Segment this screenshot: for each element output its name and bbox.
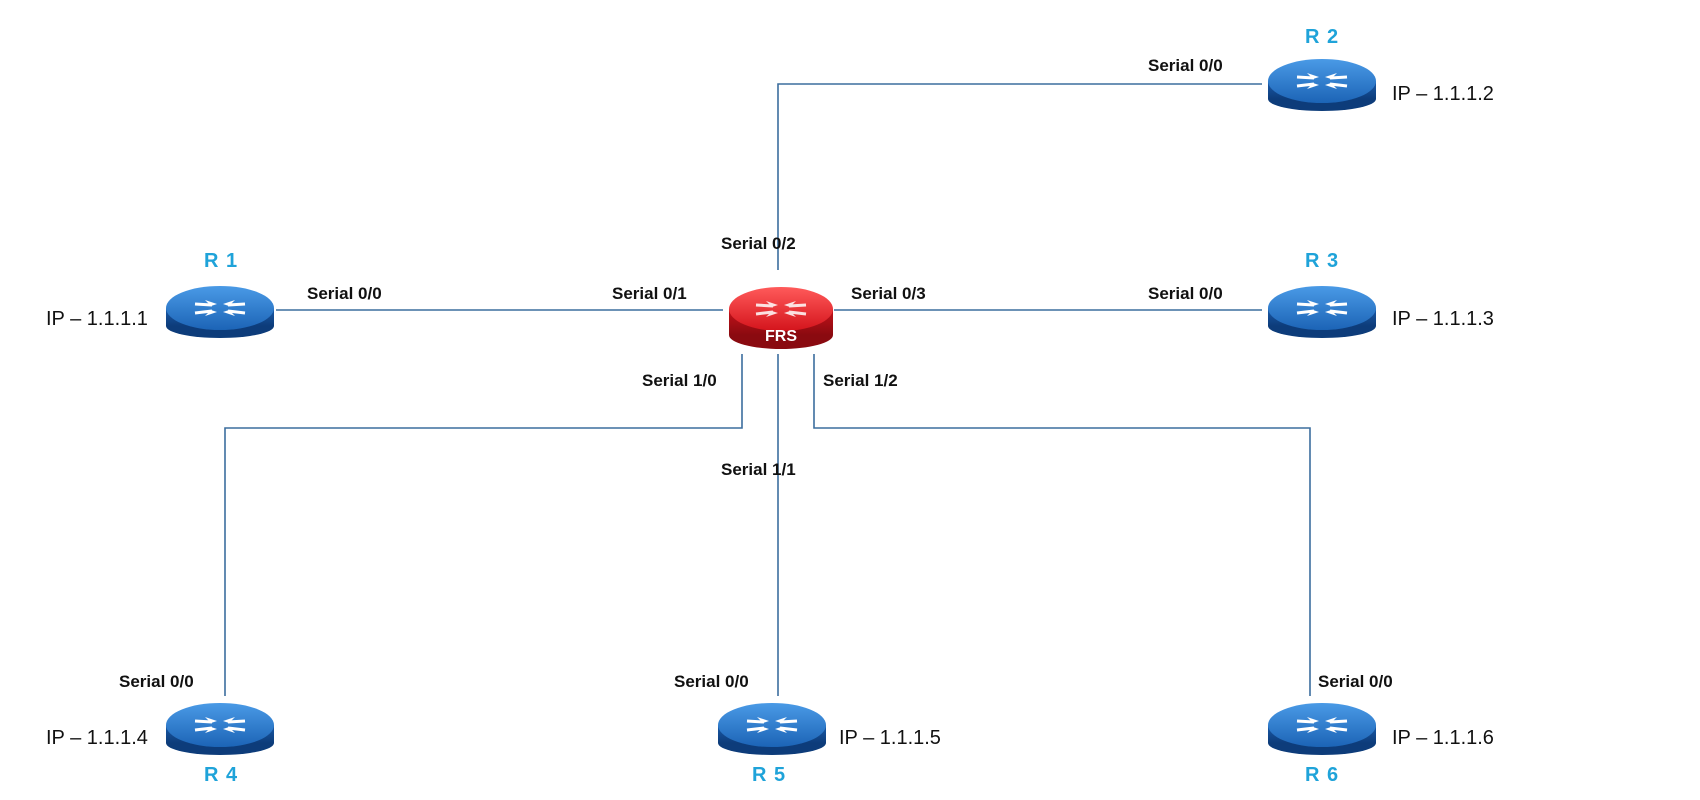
hub-port-r4: Serial 1/0 bbox=[642, 371, 717, 390]
link-r4-frs bbox=[224, 354, 743, 696]
router-r5-icon[interactable] bbox=[717, 699, 827, 757]
hub-port-r1: Serial 0/1 bbox=[612, 284, 687, 303]
router-r2-name: R 2 bbox=[1305, 26, 1340, 48]
router-r2-icon[interactable] bbox=[1267, 55, 1377, 113]
router-r1-name: R 1 bbox=[204, 250, 239, 272]
router-r3-ip: IP – 1.1.1.3 bbox=[1392, 308, 1494, 330]
router-r4-icon[interactable] bbox=[165, 699, 275, 757]
router-r1-port: Serial 0/0 bbox=[307, 284, 382, 303]
link-r6-frs bbox=[813, 354, 1311, 696]
router-r6-icon[interactable] bbox=[1267, 699, 1377, 757]
router-r2-ip: IP – 1.1.1.2 bbox=[1392, 83, 1494, 105]
router-r4-ip: IP – 1.1.1.4 bbox=[46, 727, 148, 749]
router-r1-icon[interactable] bbox=[165, 282, 275, 340]
hub-port-r3: Serial 0/3 bbox=[851, 284, 926, 303]
router-r6-port: Serial 0/0 bbox=[1318, 672, 1393, 691]
hub-port-r5: Serial 1/1 bbox=[721, 460, 796, 479]
router-r2-port: Serial 0/0 bbox=[1148, 56, 1223, 75]
router-r6-name: R 6 bbox=[1305, 764, 1340, 786]
router-r1-ip: IP – 1.1.1.1 bbox=[46, 308, 148, 330]
router-r3-port: Serial 0/0 bbox=[1148, 284, 1223, 303]
hub-port-r2: Serial 0/2 bbox=[721, 234, 796, 253]
router-r5-ip: IP – 1.1.1.5 bbox=[839, 727, 941, 749]
router-r5-name: R 5 bbox=[752, 764, 787, 786]
router-r3-name: R 3 bbox=[1305, 250, 1340, 272]
frame-relay-switch-icon[interactable]: FRS bbox=[726, 283, 836, 351]
hub-port-r6: Serial 1/2 bbox=[823, 371, 898, 390]
router-r6-ip: IP – 1.1.1.6 bbox=[1392, 727, 1494, 749]
router-r4-port: Serial 0/0 bbox=[119, 672, 194, 691]
router-r3-icon[interactable] bbox=[1267, 282, 1377, 340]
router-r4-name: R 4 bbox=[204, 764, 239, 786]
link-r2-frs bbox=[777, 83, 1262, 270]
frs-label: FRS bbox=[765, 328, 797, 345]
router-r5-port: Serial 0/0 bbox=[674, 672, 749, 691]
